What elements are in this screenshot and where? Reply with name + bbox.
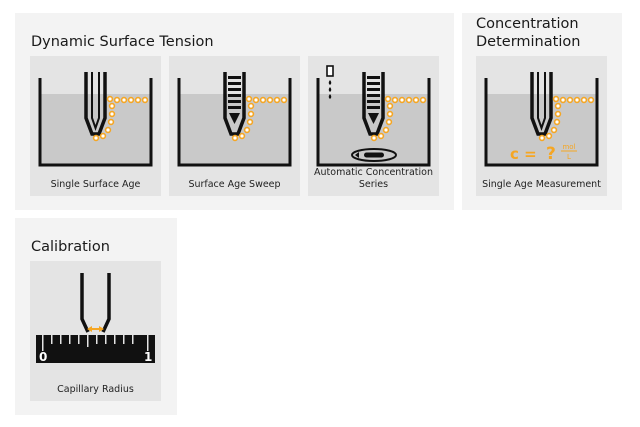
panel-title-line-2: Determination (476, 34, 581, 50)
single-surface-age-icon (38, 72, 153, 167)
tile-label-line-2: Series (358, 179, 389, 190)
surface-age-sweep-icon (177, 72, 292, 167)
automatic-concentration-series-icon (316, 65, 431, 167)
panel-title-line-1: Concentration (476, 16, 579, 32)
formula-unit: mol (562, 143, 575, 151)
tile-label: Single Surface Age (50, 179, 141, 190)
tile-label: Surface Age Sweep (188, 179, 281, 190)
formula-question: ? (546, 144, 556, 164)
panel-title: Calibration (31, 239, 110, 255)
single-age-measurement-icon: c = ? mol L (484, 72, 599, 167)
capillary-radius-tile[interactable]: 0 1 Capillary Radius (30, 261, 161, 401)
formula-unit-den: L (567, 153, 571, 161)
capillary-radius-icon: 0 1 (36, 273, 155, 364)
dynamic-surface-tension-panel: Dynamic Surface Tension Single Surface A… (15, 13, 454, 210)
single-age-measurement-tile[interactable]: c = ? mol L Single Age Measurement (476, 56, 607, 196)
scale-start: 0 (39, 350, 47, 364)
calibration-panel: Calibration 0 1 (15, 218, 177, 415)
surface-age-sweep-tile[interactable]: Surface Age Sweep (169, 56, 300, 196)
tile-label: Capillary Radius (57, 384, 134, 395)
panel-title: Dynamic Surface Tension (31, 34, 214, 50)
scale-end: 1 (144, 350, 152, 364)
single-surface-age-tile[interactable]: Single Surface Age (30, 56, 161, 196)
automatic-concentration-series-tile[interactable]: Automatic Concentration Series (308, 56, 439, 196)
tile-label-line-1: Automatic Concentration (314, 167, 433, 178)
concentration-determination-panel: Concentration Determination c = ? mol L … (462, 13, 622, 210)
tile-label: Single Age Measurement (482, 179, 601, 190)
formula-left: c = (510, 145, 537, 163)
